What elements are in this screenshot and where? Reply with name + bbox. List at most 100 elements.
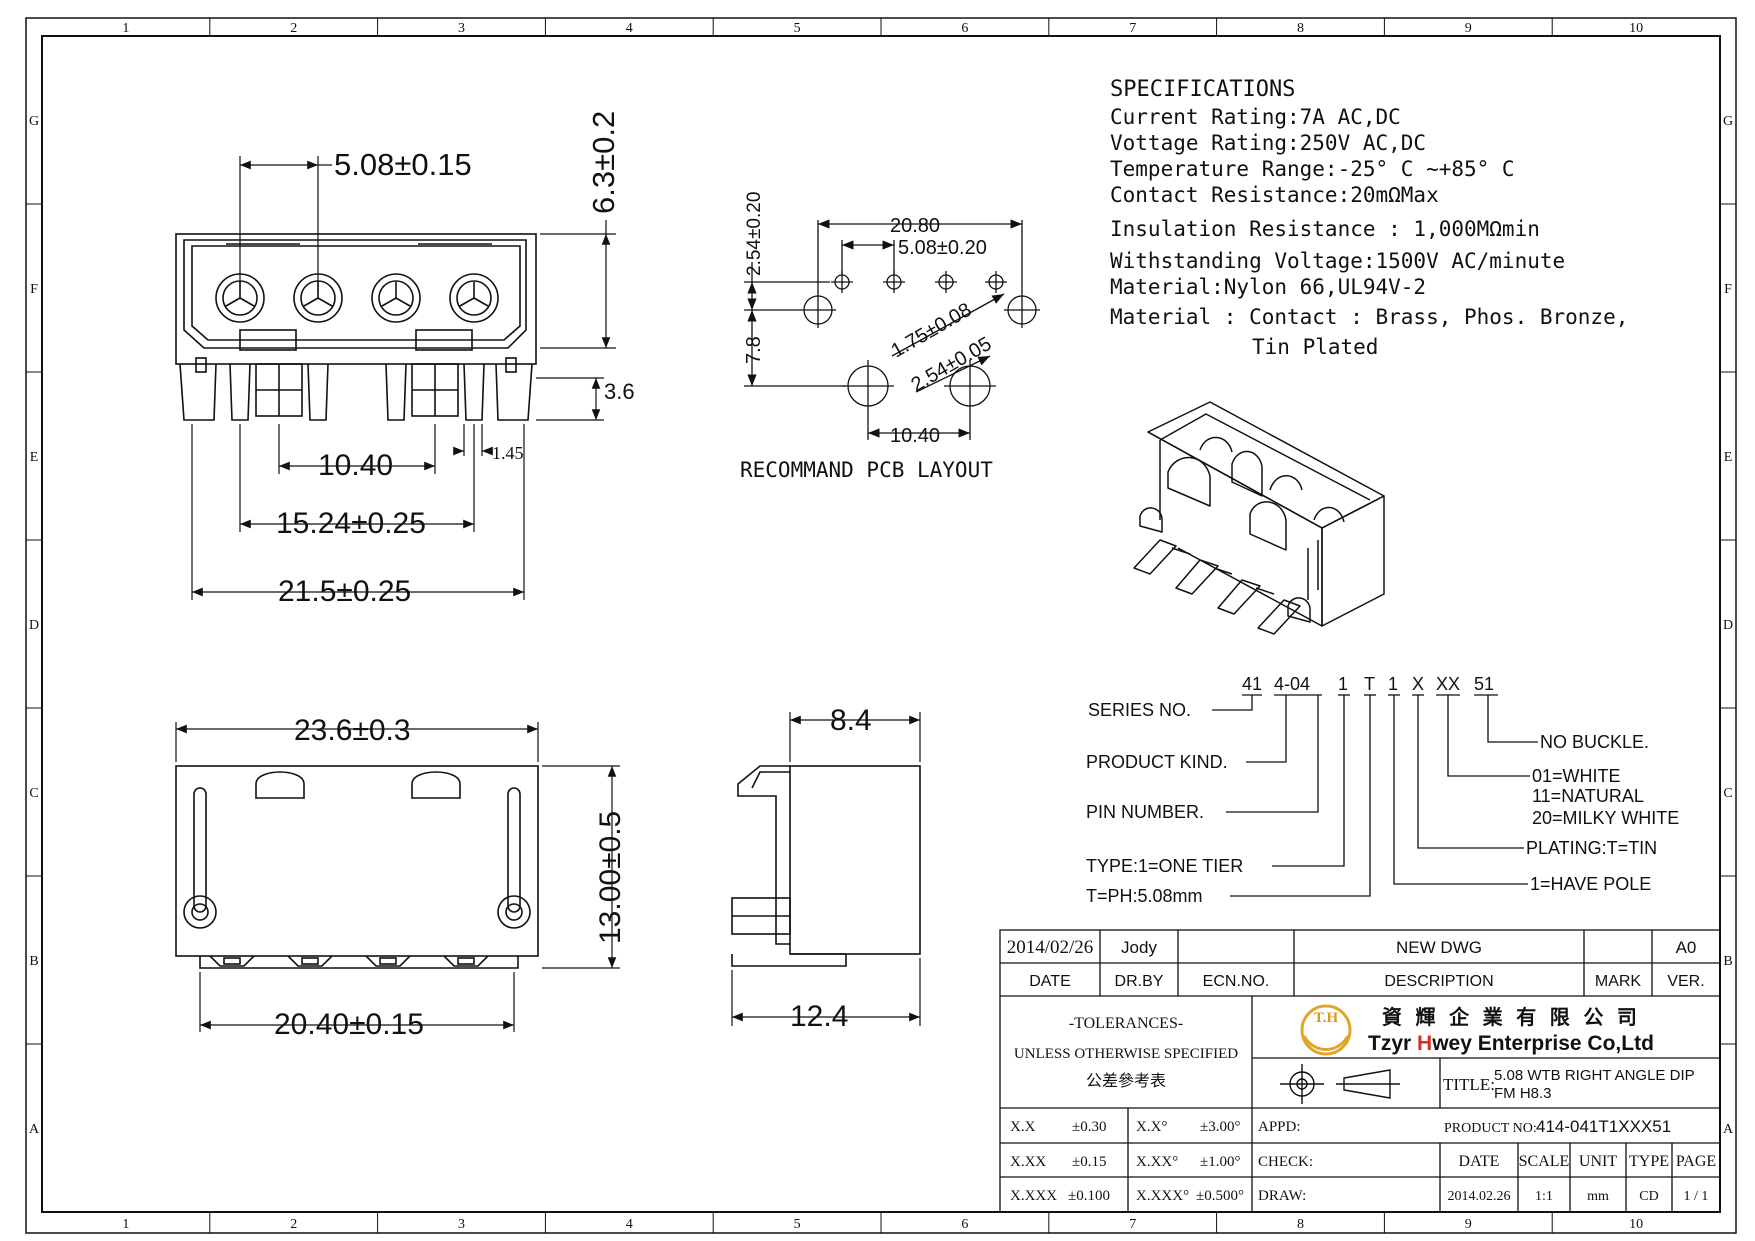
tb-f-scale: SCALE — [1519, 1153, 1570, 1170]
tol-r1-c1: X.X — [1010, 1119, 1036, 1135]
row-label-right: F — [1724, 282, 1732, 297]
col-label-top: 10 — [1629, 21, 1643, 36]
spec-line-8: Material : Contact : Brass, Phos. Bronze… — [1110, 305, 1628, 329]
terminal-slot — [209, 955, 255, 967]
dim-21-5: 21.5±0.25 — [278, 575, 411, 608]
label-pole: 1=HAVE POLE — [1530, 874, 1651, 894]
top-view — [175, 765, 539, 969]
tb-desc-value: NEW DWG — [1396, 938, 1482, 957]
tb-tol-cn: 公差參考表 — [1086, 1072, 1166, 1090]
isometric-view — [1133, 401, 1385, 635]
company-name-cn: 資 輝 企 業 有 限 公 司 — [1382, 1005, 1641, 1029]
wire-entry-hole — [371, 273, 421, 323]
tb-draw: DRAW: — [1258, 1188, 1306, 1204]
dim-13-00: 13.00±0.5 — [594, 811, 627, 944]
terminal-slot — [443, 955, 489, 967]
col-label-top: 9 — [1465, 21, 1472, 36]
pcb-pin-hole — [935, 271, 957, 293]
row-label-left: F — [30, 282, 38, 297]
code-seg-xx: XX — [1436, 674, 1460, 694]
tb-h-drby: DR.BY — [1115, 973, 1164, 990]
code-seg-51: 51 — [1474, 674, 1494, 694]
tol-r2-c2: ±0.15 — [1072, 1154, 1106, 1170]
pcb-dim-20-80: 20.80 — [890, 215, 940, 237]
dim-10-40: 10.40 — [318, 449, 393, 482]
dim-20-40: 20.40±0.15 — [274, 1008, 424, 1041]
col-label-top: 4 — [626, 21, 633, 36]
top-view-dimensions — [175, 722, 620, 1032]
label-no-buckle: NO BUCKLE. — [1540, 732, 1649, 752]
spec-line-4: Contact Resistance:20mΩMax — [1110, 183, 1439, 207]
company-name-en: Tzyr Hwey Enterprise Co,Ltd — [1368, 1032, 1654, 1055]
part-code-leaders — [1212, 694, 1538, 897]
code-seg-1: 1 — [1338, 674, 1348, 694]
tb-tolerances: -TOLERANCES- — [1069, 1015, 1183, 1032]
col-label-bottom: 2 — [290, 1217, 297, 1232]
side-view-dimensions — [731, 712, 921, 1026]
col-label-top: 2 — [290, 21, 297, 36]
tb-h-ver: VER. — [1667, 973, 1704, 990]
title-block-grid — [999, 929, 1721, 1213]
pcb-pin-hole — [831, 271, 853, 293]
tol-r2-c3: X.XX° — [1136, 1154, 1178, 1170]
label-series: SERIES NO. — [1088, 700, 1191, 720]
code-seg-41: 41 — [1242, 674, 1262, 694]
tb-pn-label: PRODUCT NO: — [1444, 1121, 1537, 1136]
row-label-right: G — [1723, 114, 1733, 129]
row-label-left: D — [29, 618, 39, 633]
code-seg-1b: 1 — [1388, 674, 1398, 694]
specs-title: SPECIFICATIONS — [1110, 77, 1295, 102]
row-label-left: C — [29, 786, 38, 801]
tb-appd: APPD: — [1258, 1119, 1301, 1135]
tb-date-value: 2014/02/26 — [1007, 937, 1094, 958]
label-type: TYPE:1=ONE TIER — [1086, 856, 1243, 876]
col-label-bottom: 1 — [122, 1217, 129, 1232]
tb-v-unit: mm — [1587, 1189, 1609, 1204]
label-plating: PLATING:T=TIN — [1526, 838, 1657, 858]
tb-h-mark: MARK — [1595, 973, 1642, 990]
tb-check: CHECK: — [1258, 1154, 1313, 1170]
spec-line-9: Tin Plated — [1252, 335, 1378, 359]
tb-h-date: DATE — [1029, 973, 1070, 990]
front-view — [175, 233, 537, 421]
dim-23-6: 23.6±0.3 — [294, 714, 411, 747]
pcb-dim-10-40: 10.40 — [890, 425, 940, 447]
label-color-20: 20=MILKY WHITE — [1532, 808, 1679, 828]
pcb-pin-hole — [985, 271, 1007, 293]
pcb-dim-2-54: 2.54±0.20 — [744, 192, 765, 276]
label-color-11: 11=NATURAL — [1532, 786, 1644, 806]
pcb-caption: RECOMMAND PCB LAYOUT — [740, 458, 993, 482]
spec-line-5: Insulation Resistance : 1,000MΩmin — [1110, 217, 1540, 241]
pcb-dim-7-8: 7.8 — [743, 336, 765, 364]
col-label-bottom: 5 — [794, 1217, 801, 1232]
col-label-bottom: 6 — [961, 1217, 968, 1232]
col-label-bottom: 8 — [1297, 1217, 1304, 1232]
row-label-right: A — [1723, 1122, 1734, 1137]
spec-line-1: Current Rating:7A AC,DC — [1110, 105, 1401, 129]
dim-15-24: 15.24±0.25 — [276, 507, 426, 540]
col-label-top: 6 — [961, 21, 968, 36]
tb-h-ecn: ECN.NO. — [1203, 973, 1270, 990]
pcb-pin-hole — [883, 271, 905, 293]
tb-ver-value: A0 — [1676, 938, 1697, 957]
pcb-layout — [744, 219, 1040, 440]
tol-r1-c2: ±0.30 — [1072, 1119, 1106, 1135]
side-view — [731, 765, 921, 967]
col-label-bottom: 4 — [626, 1217, 633, 1232]
pcb-dim-5-08: 5.08±0.20 — [898, 237, 987, 259]
row-label-left: E — [30, 450, 39, 465]
tol-r1-c3: X.X° — [1136, 1119, 1167, 1135]
tb-title-label: TITLE: — [1443, 1075, 1495, 1094]
col-label-top: 1 — [122, 21, 129, 36]
terminal-slot — [365, 955, 411, 967]
spec-line-3: Temperature Range:-25° C ~+85° C — [1110, 157, 1515, 181]
tb-unless: UNLESS OTHERWISE SPECIFIED — [1014, 1046, 1238, 1062]
tol-r3-c3: X.XXX° — [1136, 1188, 1189, 1204]
front-view-dimensions — [191, 156, 616, 600]
tb-f-unit: UNIT — [1579, 1153, 1617, 1170]
label-product-kind: PRODUCT KIND. — [1086, 752, 1228, 772]
tb-v-date: 2014.02.26 — [1448, 1189, 1511, 1204]
dim-pin-length: 3.6 — [604, 379, 635, 404]
tb-v-type: CD — [1639, 1189, 1658, 1204]
